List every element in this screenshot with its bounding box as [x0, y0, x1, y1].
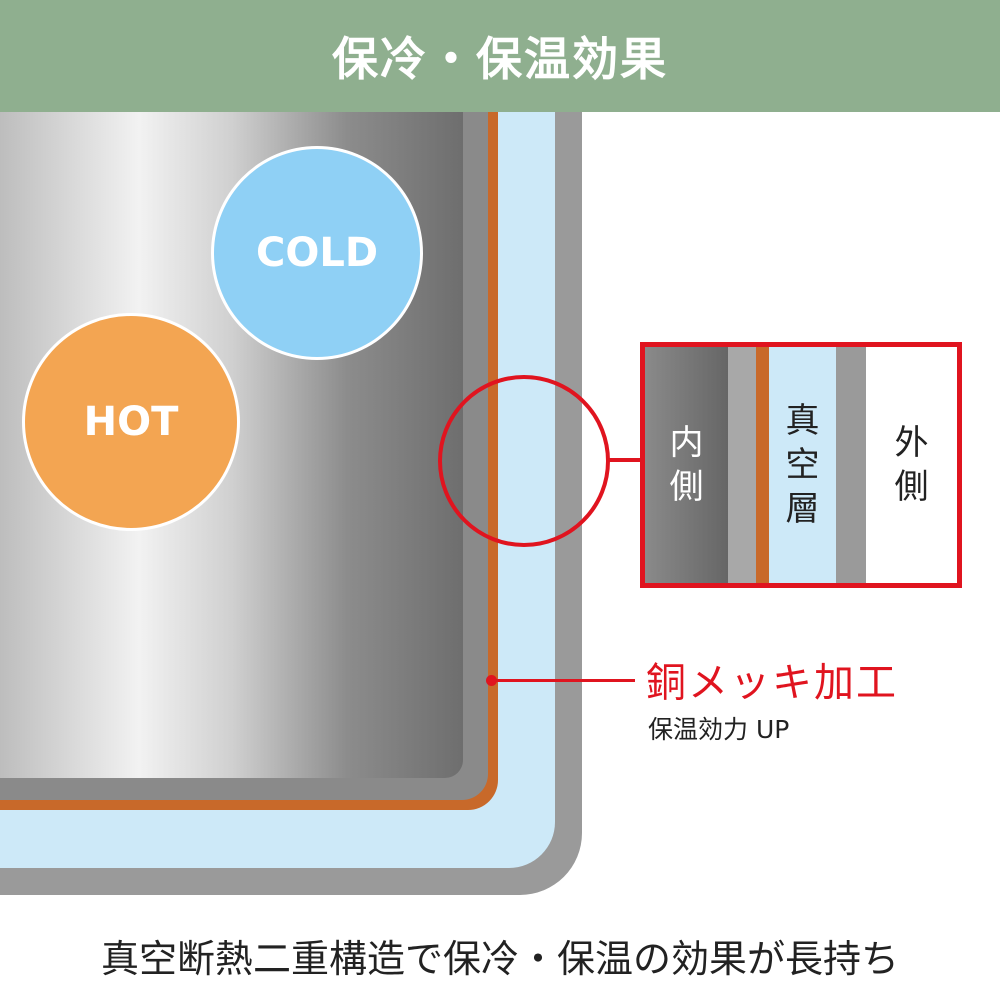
hot-label: HOT: [83, 399, 179, 445]
outer-side-column: 外 側: [866, 347, 957, 583]
vacuum-label-3: 層: [785, 489, 820, 530]
inner-side-column: 内 側: [645, 347, 728, 583]
inner-label-1: 内: [669, 422, 704, 463]
copper-callout-line: [492, 679, 635, 682]
outer-label-1: 外: [894, 422, 929, 463]
footer-caption: 真空断熱二重構造で保冷・保温の効果が長持ち: [100, 937, 899, 981]
vacuum-label-1: 真: [785, 400, 820, 441]
vacuum-column: 真 空 層: [769, 347, 836, 583]
connector-line: [608, 458, 642, 462]
copper-plating-label: 銅メッキ加工: [646, 660, 898, 706]
magnifier-circle: [438, 375, 610, 547]
header-banner: 保冷・保温効果: [0, 0, 1000, 112]
hot-bubble: HOT: [22, 313, 240, 531]
cross-section-detail: 内 側 真 空 層 外 側: [640, 342, 962, 588]
copper-column: [756, 347, 769, 583]
page-title: 保冷・保温効果: [332, 32, 668, 86]
cold-label: COLD: [255, 230, 379, 276]
copper-plating-subtext: 保温効力 UP: [648, 715, 790, 744]
copper-callout-dot: [486, 675, 497, 686]
outer-wall-column: [836, 347, 866, 583]
cold-bubble: COLD: [211, 146, 423, 360]
inner-wall-column: [728, 347, 756, 583]
inner-label-2: 側: [669, 467, 704, 507]
vacuum-label-2: 空: [785, 444, 820, 485]
outer-label-2: 側: [894, 467, 929, 507]
